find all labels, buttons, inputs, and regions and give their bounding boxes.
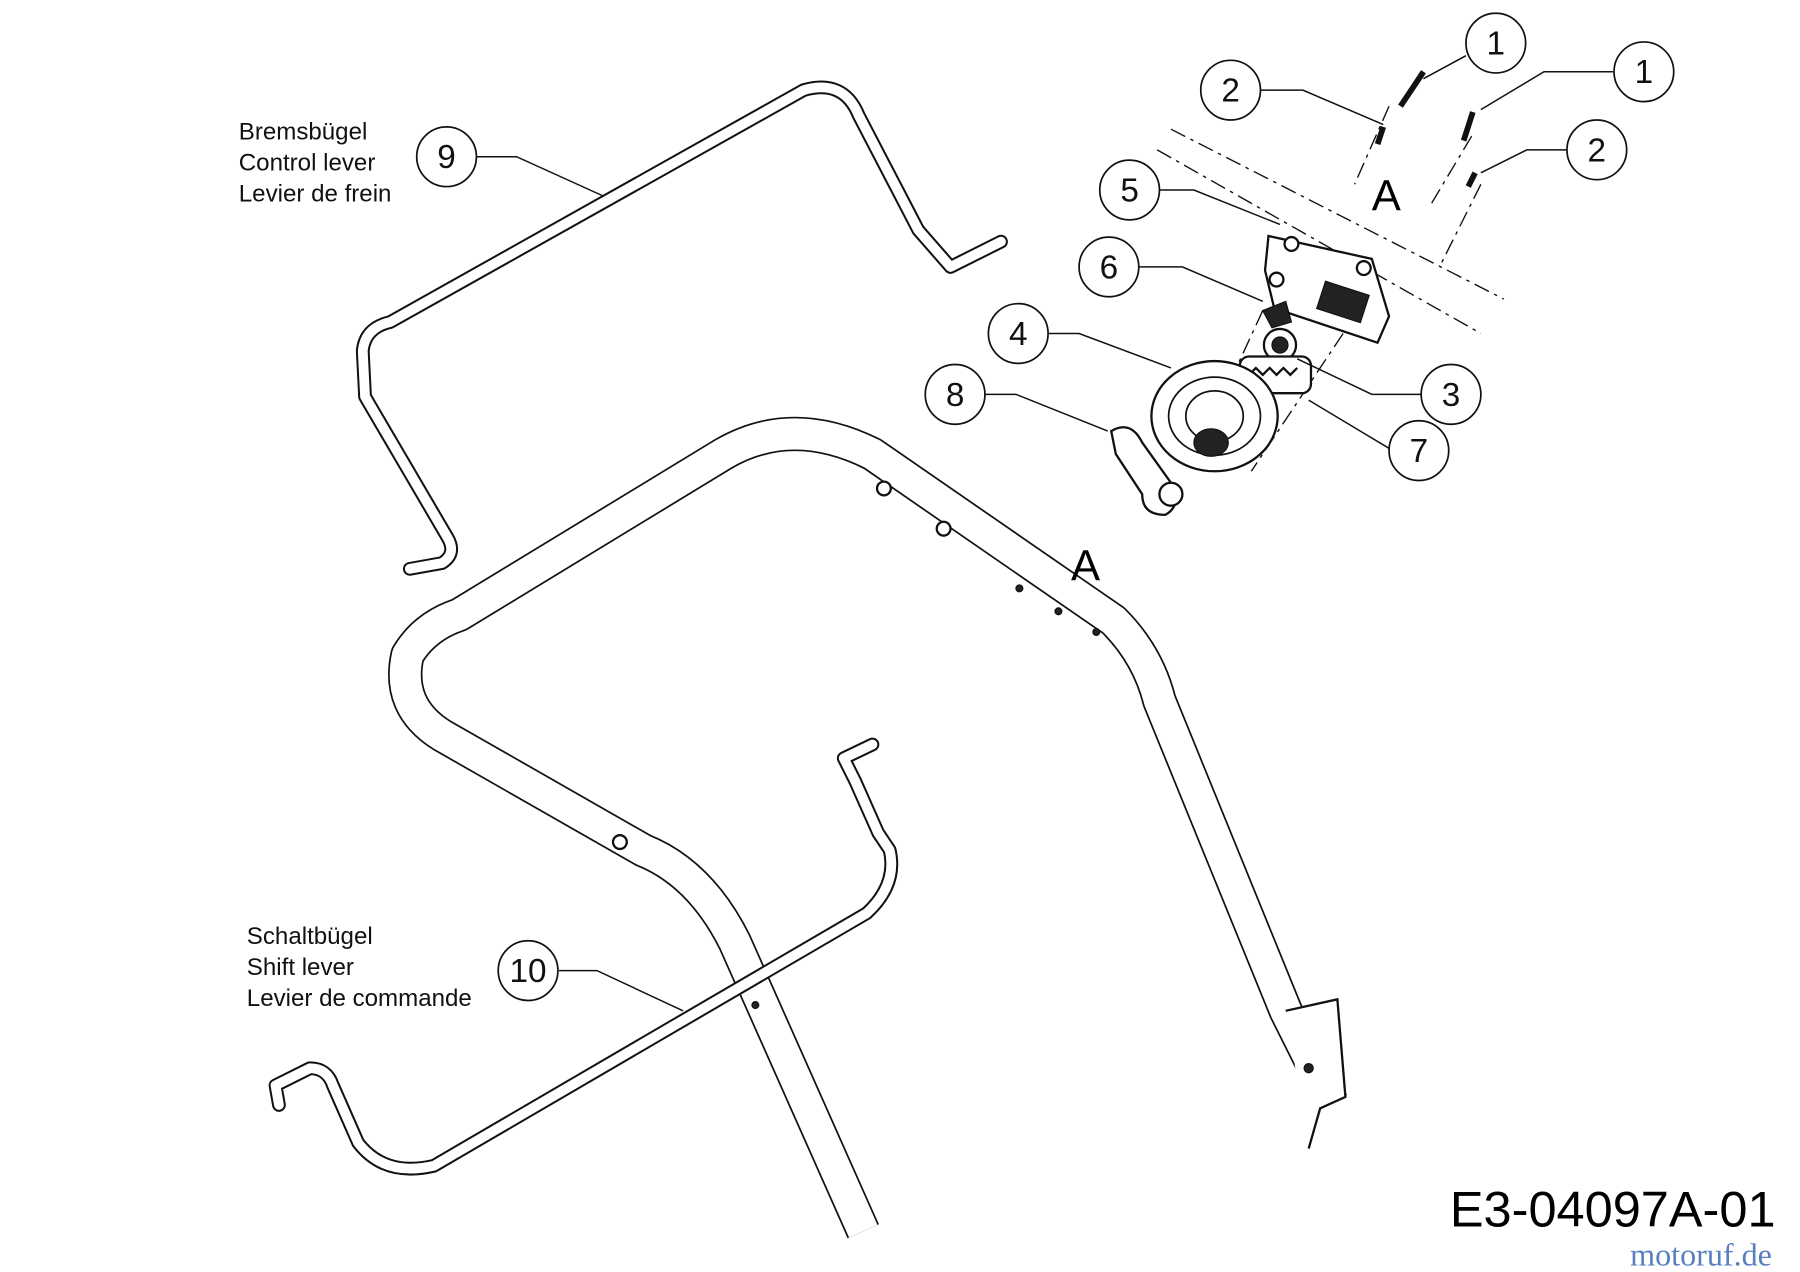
svg-text:4: 4 <box>1009 316 1028 353</box>
svg-text:1: 1 <box>1487 26 1506 63</box>
svg-text:1: 1 <box>1635 54 1654 91</box>
callout-2b: 2 <box>1566 119 1628 181</box>
label-control-lever-fr: Levier de frein <box>239 180 392 207</box>
callout-7: 7 <box>1388 419 1450 482</box>
callout-4: 4 <box>987 302 1049 365</box>
callout-10: 10 <box>497 939 559 1002</box>
label-control-lever-de: Bremsbügel <box>239 119 368 146</box>
drawing-code: E3-04097A-01 <box>1450 1181 1776 1238</box>
callout-1a: 1 <box>1465 12 1527 74</box>
control-box-assembly <box>1109 70 1505 517</box>
callout-9: 9 <box>415 126 478 188</box>
svg-text:7: 7 <box>1410 433 1429 470</box>
label-shift-lever-de: Schaltbügel <box>247 923 373 950</box>
watermark-logo: motoruf.de <box>1630 1237 1772 1272</box>
label-shift-lever-en: Shift lever <box>247 954 354 981</box>
callout-3: 3 <box>1420 363 1482 426</box>
svg-text:6: 6 <box>1100 249 1119 286</box>
callout-5: 5 <box>1098 159 1161 221</box>
view-marker-a-detail: A <box>1372 173 1401 221</box>
view-marker-a-handle: A <box>1071 542 1100 590</box>
handle-frame <box>388 416 1348 1239</box>
callout-8: 8 <box>924 363 986 426</box>
svg-text:8: 8 <box>946 377 965 414</box>
svg-text:5: 5 <box>1120 172 1139 209</box>
callout-2a: 2 <box>1199 59 1262 121</box>
svg-text:9: 9 <box>437 139 456 176</box>
callout-1b: 1 <box>1613 41 1675 103</box>
svg-text:2: 2 <box>1221 73 1240 110</box>
label-shift-lever-fr: Levier de commande <box>247 985 472 1012</box>
svg-text:2: 2 <box>1588 132 1607 169</box>
leader-lines <box>476 55 1613 1012</box>
shift-lever-bar[interactable] <box>268 737 899 1176</box>
svg-text:10: 10 <box>510 953 547 990</box>
control-lever-bar[interactable] <box>355 80 1008 576</box>
label-control-lever-en: Control lever <box>239 150 376 177</box>
callout-6: 6 <box>1078 236 1140 298</box>
svg-text:3: 3 <box>1442 377 1461 414</box>
